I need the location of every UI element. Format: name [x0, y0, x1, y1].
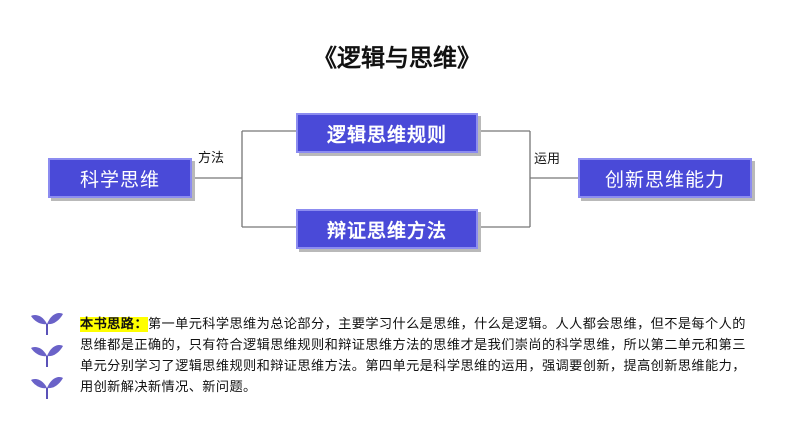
node-label: 科学思维: [79, 168, 160, 191]
leaf-icon: [31, 345, 63, 367]
leaf-icon: [31, 313, 63, 335]
summary-body: 第一单元科学思维为总论部分，主要学习什么是思维，什么是逻辑。人人都会思维，但不是…: [80, 317, 746, 395]
node-label: 辩证思维方法: [326, 219, 447, 242]
node-label: 逻辑思维规则: [326, 123, 447, 146]
node-logic-rules: 逻辑思维规则: [296, 113, 478, 153]
page-title: 《逻辑与思维》: [313, 43, 481, 72]
node-scientific-thinking: 科学思维: [48, 158, 192, 198]
node-dialectic-methods: 辩证思维方法: [296, 209, 478, 249]
node-innovative-ability: 创新思维能力: [578, 158, 752, 198]
summary-highlight: 本书思路：: [80, 317, 148, 332]
summary-paragraph: 本书思路：第一单元科学思维为总论部分，主要学习什么是思维，什么是逻辑。人人都会思…: [80, 314, 752, 398]
label-method: 方法: [198, 151, 225, 166]
leaf-icon: [31, 377, 63, 399]
node-label: 创新思维能力: [604, 168, 725, 191]
label-apply: 运用: [534, 152, 561, 167]
